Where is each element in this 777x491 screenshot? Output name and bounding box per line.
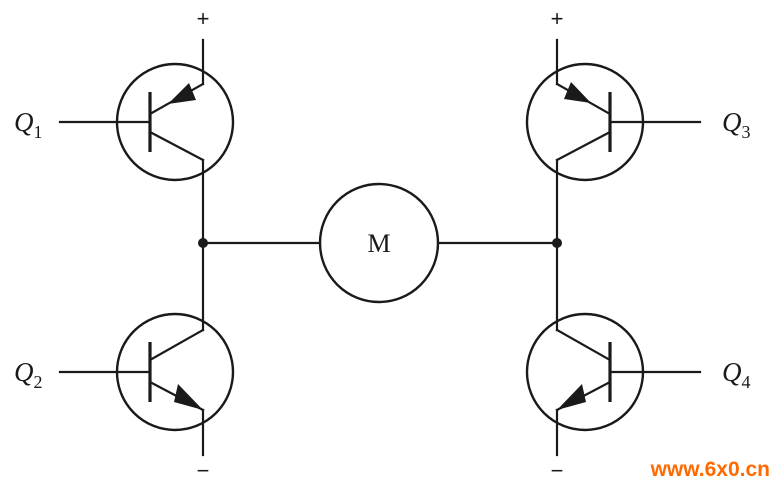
right-junction-dot xyxy=(552,238,562,248)
q1-collector-line xyxy=(148,130,205,162)
q3-positive-supply-label: + xyxy=(551,6,564,31)
q4-label: Q4 xyxy=(722,357,751,392)
watermark-text: www.6x0.cn xyxy=(650,458,770,481)
transistor-q4 xyxy=(525,241,702,457)
motor-symbol xyxy=(318,182,440,304)
left-junction-dot xyxy=(198,238,208,248)
transistor-q2 xyxy=(58,241,235,457)
q1-label: Q1 xyxy=(14,107,43,142)
q4-negative-supply-label: − xyxy=(551,458,564,483)
q2-label: Q2 xyxy=(14,357,43,392)
q4-emitter-arrow xyxy=(557,384,586,410)
q4-collector-line xyxy=(555,328,612,362)
q2-negative-supply-label: − xyxy=(197,458,210,483)
q3-emitter-arrow xyxy=(564,82,591,103)
q3-collector-line xyxy=(555,130,612,162)
transistor-q1 xyxy=(58,38,235,245)
q2-emitter-arrow xyxy=(174,384,203,410)
q1-emitter-arrow xyxy=(168,83,196,104)
q3-label: Q3 xyxy=(722,107,751,142)
q2-collector-line xyxy=(148,328,205,362)
q1-positive-supply-label: + xyxy=(197,6,210,31)
transistor-q3 xyxy=(525,38,702,245)
motor-label: M xyxy=(367,229,390,258)
